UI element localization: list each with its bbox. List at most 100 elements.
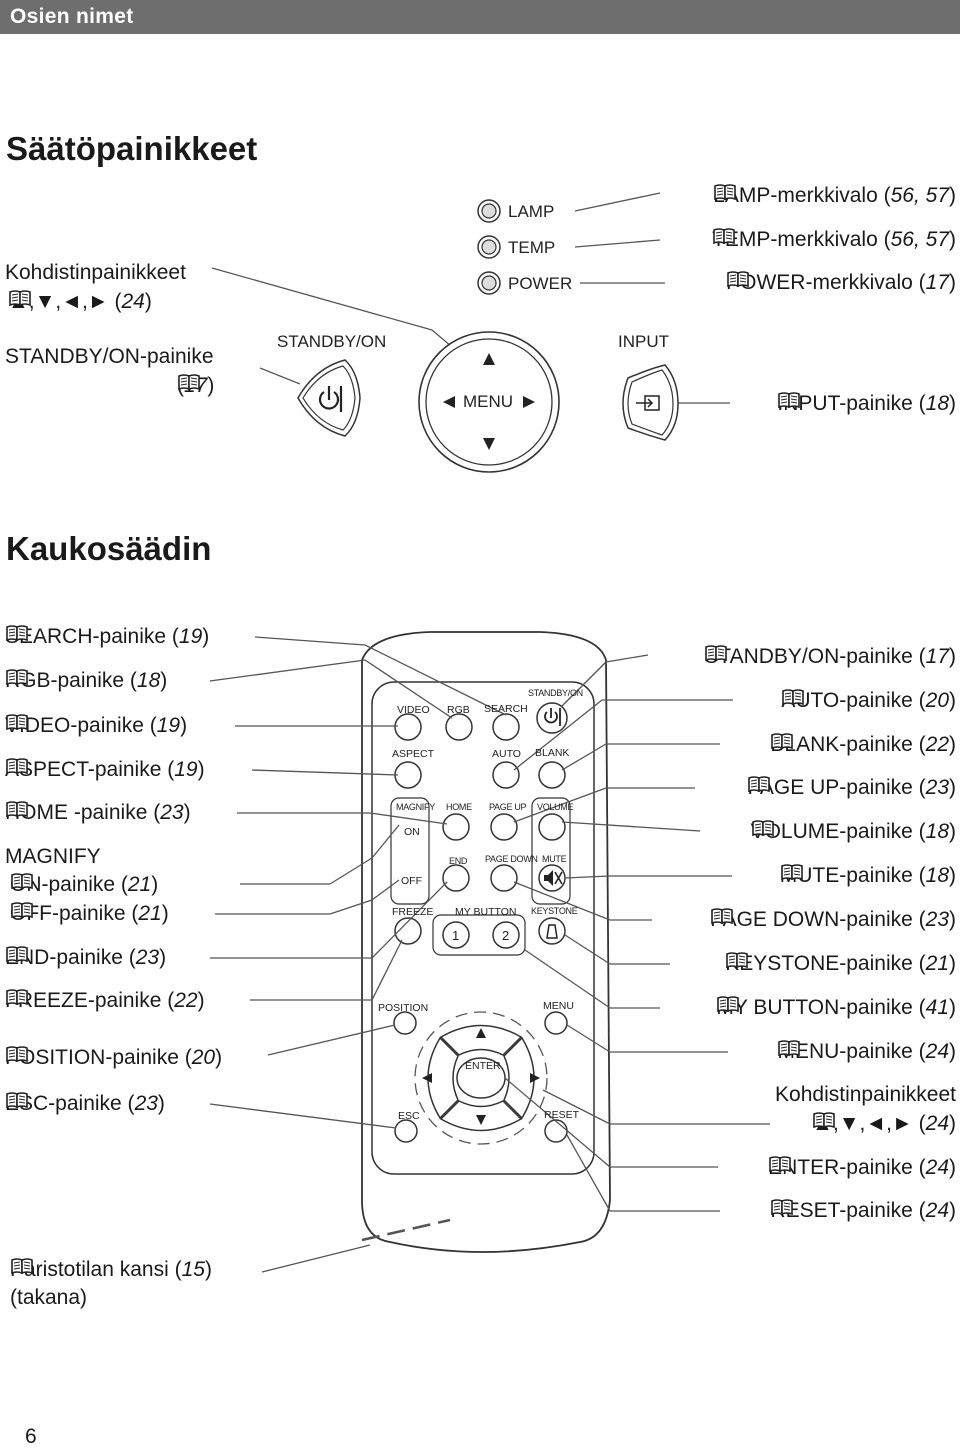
auto-button-label: AUTO-painike (20): [781, 688, 956, 712]
led-indicators: [477, 199, 501, 295]
book-icon: [705, 644, 727, 661]
section-title: Osien nimet: [10, 5, 134, 28]
power-indicator-label: POWER-merkkivalo (17): [726, 270, 956, 294]
page-number: 6: [25, 1425, 37, 1448]
input-panel-label: INPUT: [618, 332, 669, 351]
book-icon: [748, 775, 770, 792]
remote-esc-label: ESC: [398, 1110, 420, 1122]
book-icon: [781, 863, 803, 880]
remote-reset-label: RESET: [544, 1109, 580, 1121]
book-icon: [769, 1155, 791, 1172]
remote-video-label: VIDEO: [397, 704, 430, 716]
remote-pageup-label: PAGE UP: [489, 802, 527, 812]
magnify-off-button-label: OFF-painike (21): [10, 901, 169, 925]
lamp-led-label: LAMP: [508, 202, 555, 221]
position-button-label: POSITION-painike (20): [5, 1046, 223, 1069]
remote-rgb-label: RGB: [447, 704, 470, 716]
magnify-on-button-label: ON-painike (21): [10, 872, 159, 896]
aspect-button-label: ASPECT-painike (19): [5, 757, 205, 781]
remote-magnify-label: MAGNIFY: [396, 802, 435, 812]
book-icon: [6, 668, 28, 685]
remote-cursor-keys-label: Kohdistinpainikkeet: [775, 1083, 956, 1106]
battery-cover-note: (takana): [10, 1286, 88, 1309]
book-icon: [9, 289, 31, 306]
remote-btn1-label: 1: [452, 928, 460, 943]
remote-position-label: POSITION: [378, 1002, 429, 1014]
remote-standby-label: STANDBY/ON: [528, 688, 583, 698]
mute-button-label: MUTE-painike (18): [779, 863, 956, 887]
book-icon: [6, 988, 28, 1005]
book-icon: [717, 995, 739, 1012]
book-icon: [782, 688, 804, 705]
cursor-keys-ref: ▲,▼,◄,► (24): [8, 289, 152, 313]
book-icon: [711, 907, 733, 924]
temp-indicator-label: TEMP-merkkivalo (56, 57): [712, 227, 956, 251]
remote-end-label: END: [449, 856, 468, 866]
standby-panel-label: STANDBY/ON: [277, 332, 387, 351]
remote-freeze-label: FREEZE: [392, 906, 434, 918]
book-icon: [714, 183, 736, 200]
control-panel-heading: Säätöpainikkeet: [6, 130, 258, 167]
standby-button-ref: (17): [177, 373, 214, 399]
reset-button-label: RESET-painike (24): [770, 1198, 956, 1222]
standby-remote-button-label: STANDBY/ON-painike (17): [704, 644, 956, 668]
book-icon: [771, 1198, 793, 1215]
power-led-label: POWER: [508, 274, 573, 293]
section-header-bar: Osien nimet: [0, 0, 960, 34]
book-icon: [6, 1091, 28, 1108]
book-icon: [11, 1257, 33, 1274]
remote-search-label: SEARCH: [484, 703, 528, 715]
remote-menu-label: MENU: [543, 1000, 574, 1012]
search-button-label: SEARCH-painike (19): [5, 624, 210, 648]
remote-aspect-label: ASPECT: [392, 748, 435, 760]
remote-heading: Kaukosäädin: [6, 530, 212, 567]
pageup-button-label: PAGE UP-painike (23): [747, 775, 956, 799]
mybutton-button-label: MY BUTTON-painike (41): [716, 995, 956, 1019]
keystone-button-label: KEYSTONE-painike (21): [725, 951, 956, 975]
esc-button-label: ESC-painike (23): [5, 1091, 165, 1115]
book-icon: [727, 270, 749, 287]
book-icon: [178, 373, 200, 390]
remote-on-label: ON: [404, 826, 420, 838]
remote-cursor-keys-ref: ▲,▼,◄,► (24): [812, 1111, 956, 1135]
remote-enter-label: ENTER: [465, 1060, 501, 1072]
volume-button-label: VOLUME-painike (18): [750, 820, 956, 843]
book-icon: [6, 757, 28, 774]
video-button-label: VIDEO-painike (19): [5, 713, 188, 737]
book-icon: [11, 901, 33, 918]
standby-button-label: STANDBY/ON-painike: [5, 345, 214, 368]
remote-mybutton-label: MY BUTTON: [455, 906, 517, 918]
blank-button-label: BLANK-painike (22): [770, 732, 956, 756]
book-icon: [771, 732, 793, 749]
remote-blank-label: BLANK: [535, 747, 570, 759]
rgb-button-label: RGB-painike (18): [5, 668, 168, 692]
magnify-label: MAGNIFY: [5, 845, 101, 868]
book-icon: [6, 624, 28, 641]
remote-mute-label: MUTE: [542, 854, 567, 864]
remote-volume-label: VOLUME: [537, 802, 574, 812]
book-icon: [778, 391, 800, 408]
book-icon: [11, 872, 33, 889]
pagedown-button-label: PAGE DOWN-painike (23): [710, 907, 956, 931]
menu-remote-button-label: MENU-painike (24): [777, 1040, 956, 1063]
home-button-label: HOME -painike (23): [5, 800, 191, 824]
book-icon: [6, 945, 28, 962]
remote-keystone-label: KEYSTONE: [531, 906, 578, 916]
book-icon: [813, 1111, 835, 1128]
enter-button-label: ENTER-painike (24): [768, 1155, 956, 1179]
remote-btn2-label: 2: [502, 928, 510, 943]
book-icon: [726, 951, 748, 968]
temp-led-label: TEMP: [508, 238, 556, 257]
remote-home-label: HOME: [446, 802, 472, 812]
book-icon: [6, 713, 28, 730]
input-button-label: INPUT-painike (18): [777, 391, 956, 415]
cursor-keys-label: Kohdistinpainikkeet: [5, 261, 186, 284]
menu-panel-label: MENU: [463, 392, 514, 411]
book-icon: [713, 227, 735, 244]
remote-auto-label: AUTO: [492, 748, 521, 760]
remote-off-label: OFF: [401, 875, 422, 887]
end-button-label: END-painike (23): [5, 945, 167, 969]
lamp-indicator-label: LAMP-merkkivalo (56, 57): [713, 183, 956, 207]
book-icon: [6, 800, 28, 817]
